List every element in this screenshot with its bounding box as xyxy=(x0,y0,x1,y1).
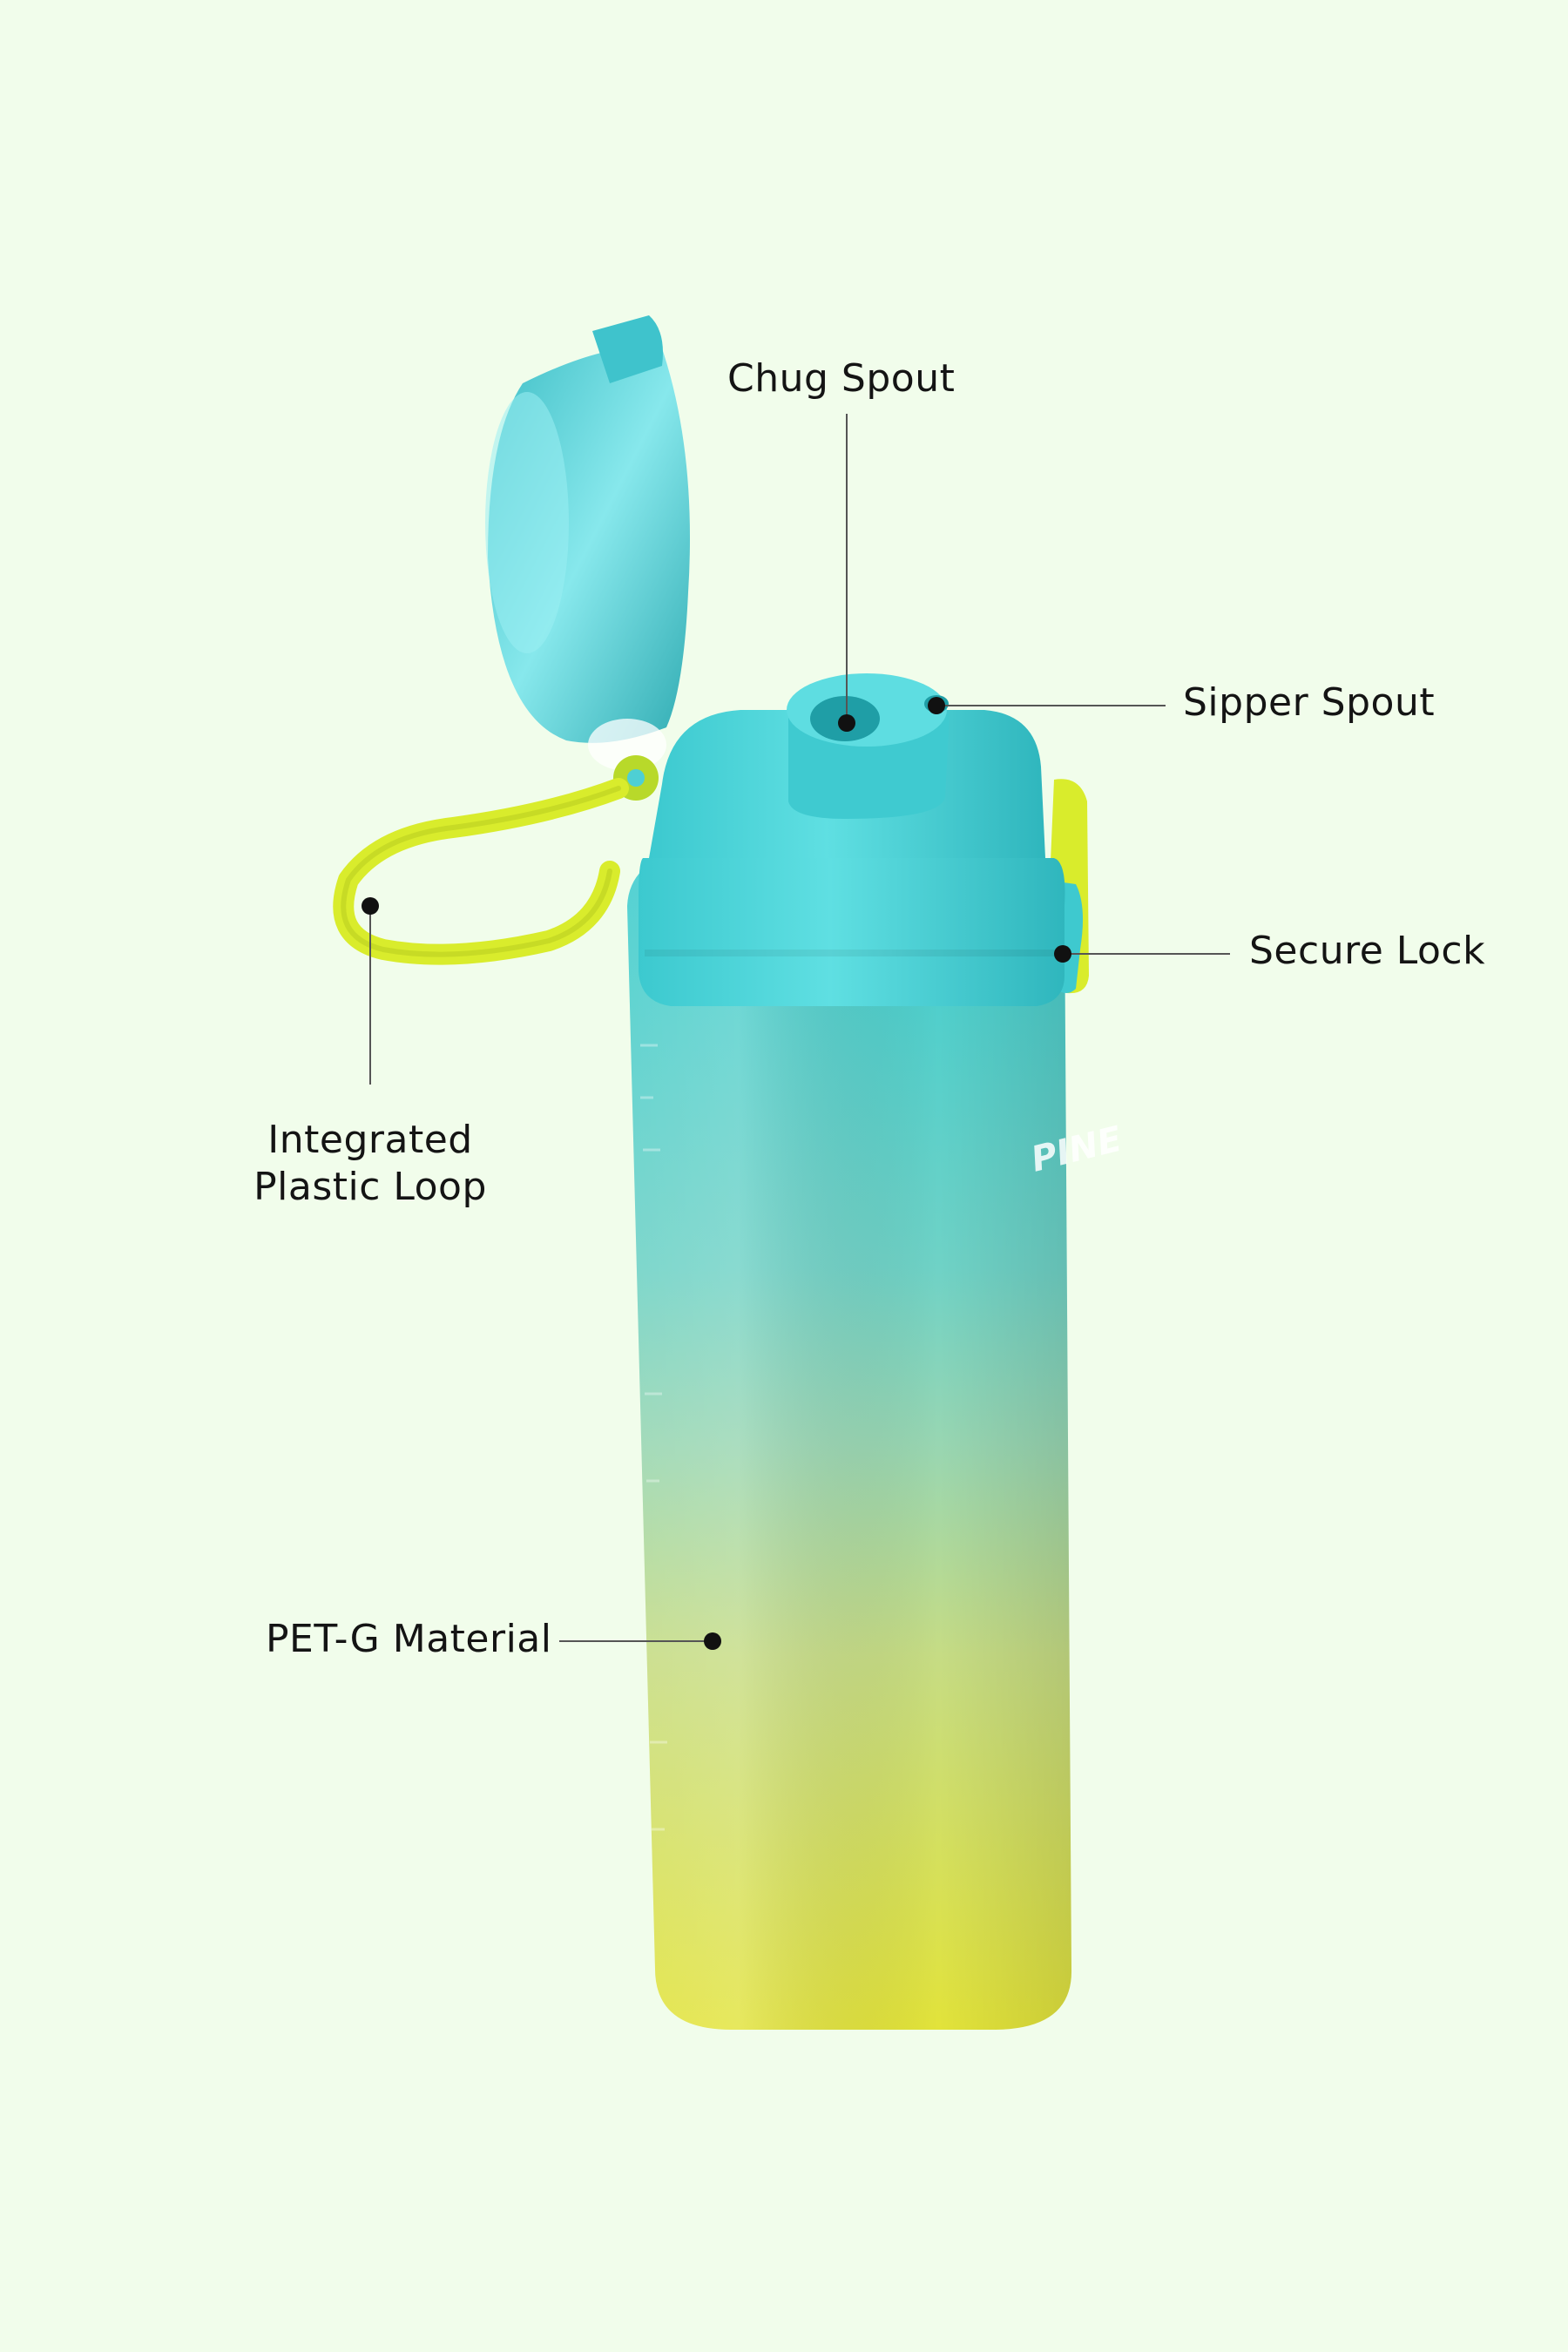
plastic-loop-label-line2: Plastic Loop xyxy=(253,1165,487,1209)
secure-lock-label: Secure Lock xyxy=(1249,929,1486,973)
material-label: PET-G Material xyxy=(266,1617,552,1661)
bottle-body xyxy=(627,858,1072,2030)
callout-chug-spout xyxy=(838,414,855,732)
plastic-loop xyxy=(333,778,629,965)
plastic-loop-label: Integrated Plastic Loop xyxy=(209,1117,531,1211)
flip-lid xyxy=(485,315,690,801)
sipper-spout-label: Sipper Spout xyxy=(1183,680,1436,725)
plastic-loop-label-line1: Integrated xyxy=(267,1118,473,1162)
callout-sipper-spout xyxy=(928,697,1166,714)
chug-spout-label: Chug Spout xyxy=(727,356,956,401)
callout-plastic-loop xyxy=(362,897,379,1085)
callout-material xyxy=(559,1632,721,1650)
callout-secure-lock xyxy=(1054,945,1230,963)
bottle-cap xyxy=(639,673,1065,1006)
